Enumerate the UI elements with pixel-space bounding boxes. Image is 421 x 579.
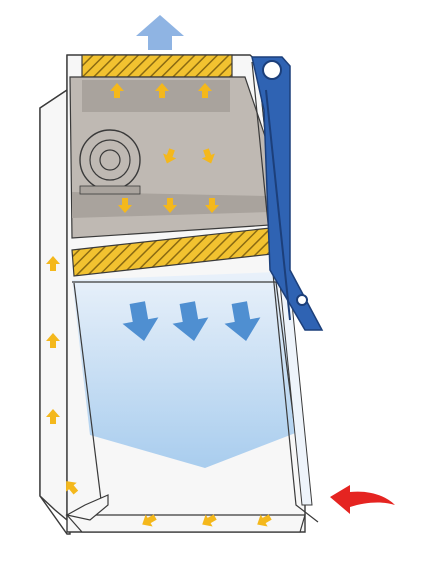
work-zone bbox=[72, 272, 298, 468]
exhaust-up-arrow-icon bbox=[136, 15, 184, 50]
inflow-curved-arrow-icon bbox=[330, 485, 395, 514]
sash-hinge-bottom bbox=[297, 295, 307, 305]
downflow-arrows bbox=[119, 299, 264, 344]
exhaust-hepa-filter bbox=[82, 55, 232, 77]
side-wall-outer bbox=[40, 90, 67, 520]
sash-hinge-top bbox=[263, 61, 281, 79]
